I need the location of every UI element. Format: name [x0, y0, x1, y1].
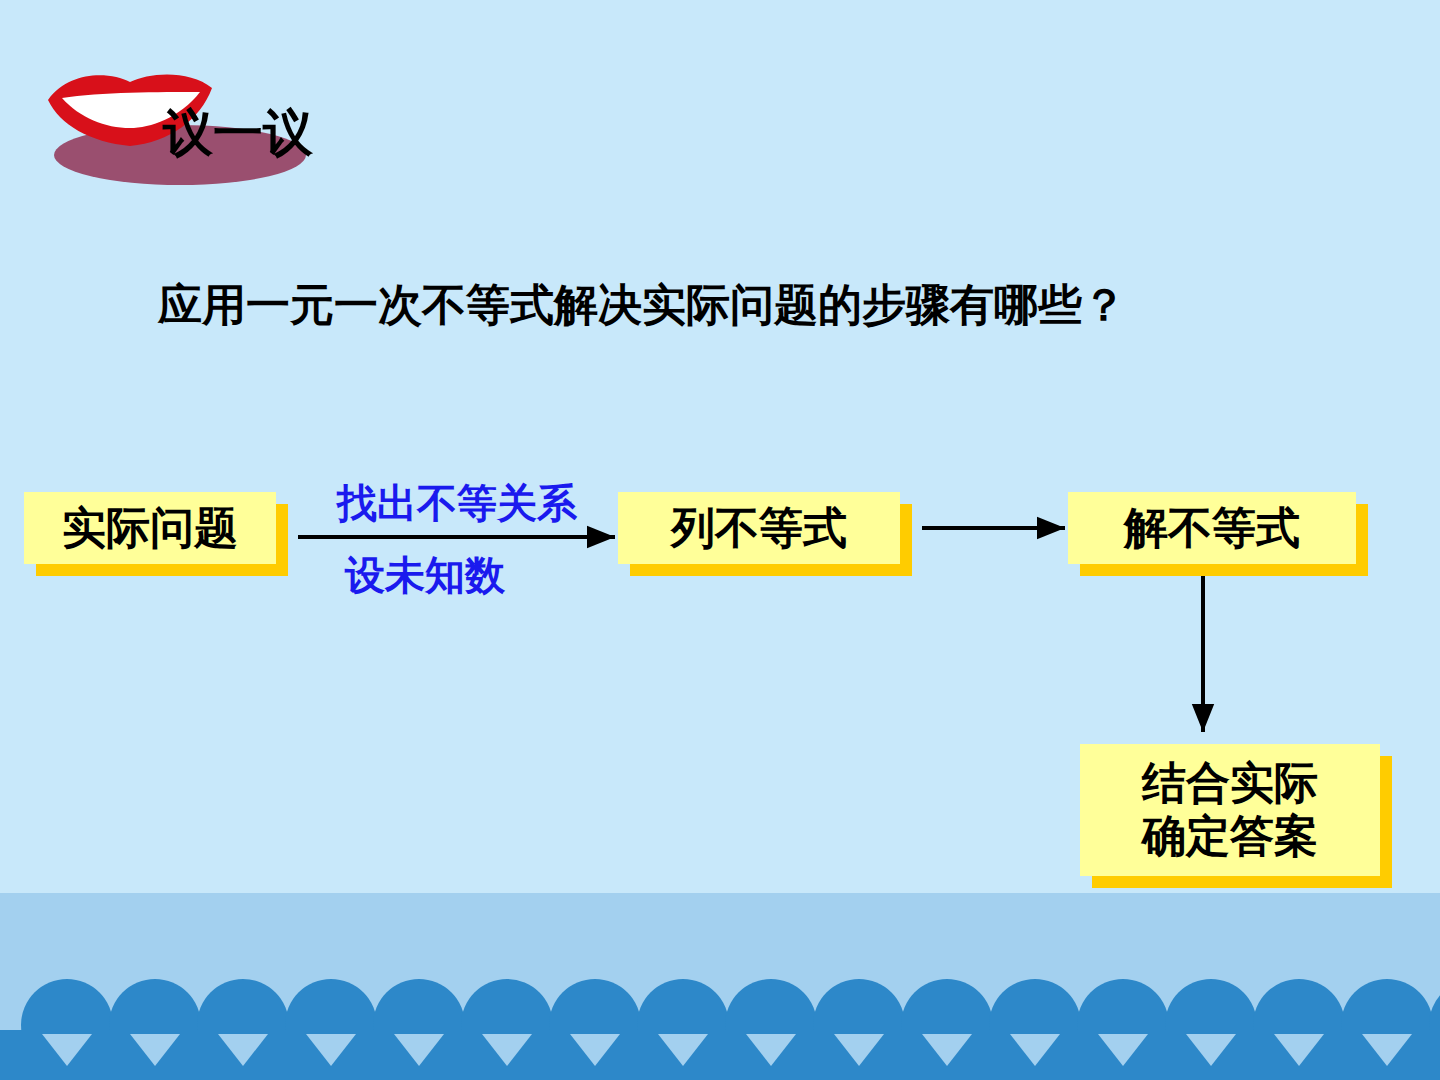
wave-gap	[570, 1034, 620, 1066]
wave-gap	[42, 1034, 92, 1066]
flow-arrow	[298, 535, 615, 539]
wave-gap	[1098, 1034, 1148, 1066]
wave-gap	[1362, 1034, 1412, 1066]
process-box: 列不等式	[618, 492, 900, 564]
question-text: 应用一元一次不等式解决实际问题的步骤有哪些？	[158, 276, 1126, 335]
title: 议一议	[163, 100, 313, 167]
box-text: 结合实际 确定答案	[1138, 757, 1323, 863]
wave-gap	[746, 1034, 796, 1066]
box-text: 列不等式	[671, 502, 847, 555]
process-box: 实际问题	[24, 492, 276, 564]
wave-gap	[130, 1034, 180, 1066]
flow-arrow	[1201, 576, 1205, 732]
box-text: 实际问题	[62, 502, 238, 555]
wave-gap	[1010, 1034, 1060, 1066]
wave-gap	[482, 1034, 532, 1066]
edge-label: 找出不等关系	[337, 476, 577, 531]
wave-gap	[218, 1034, 268, 1066]
wave-gap	[1274, 1034, 1324, 1066]
edge-note: 设未知数	[345, 548, 505, 603]
box-text: 解不等式	[1124, 502, 1300, 555]
wave-gap	[394, 1034, 444, 1066]
flow-arrow	[922, 526, 1065, 530]
process-box: 解不等式	[1068, 492, 1356, 564]
wave-gap	[658, 1034, 708, 1066]
wave-gap	[922, 1034, 972, 1066]
sea-band	[0, 893, 1440, 1080]
wave-gap	[306, 1034, 356, 1066]
process-box: 结合实际 确定答案	[1080, 744, 1380, 876]
wave-gap	[834, 1034, 884, 1066]
wave-base	[0, 1030, 1440, 1080]
wave-gap	[1186, 1034, 1236, 1066]
wave-pattern	[0, 979, 1440, 1080]
